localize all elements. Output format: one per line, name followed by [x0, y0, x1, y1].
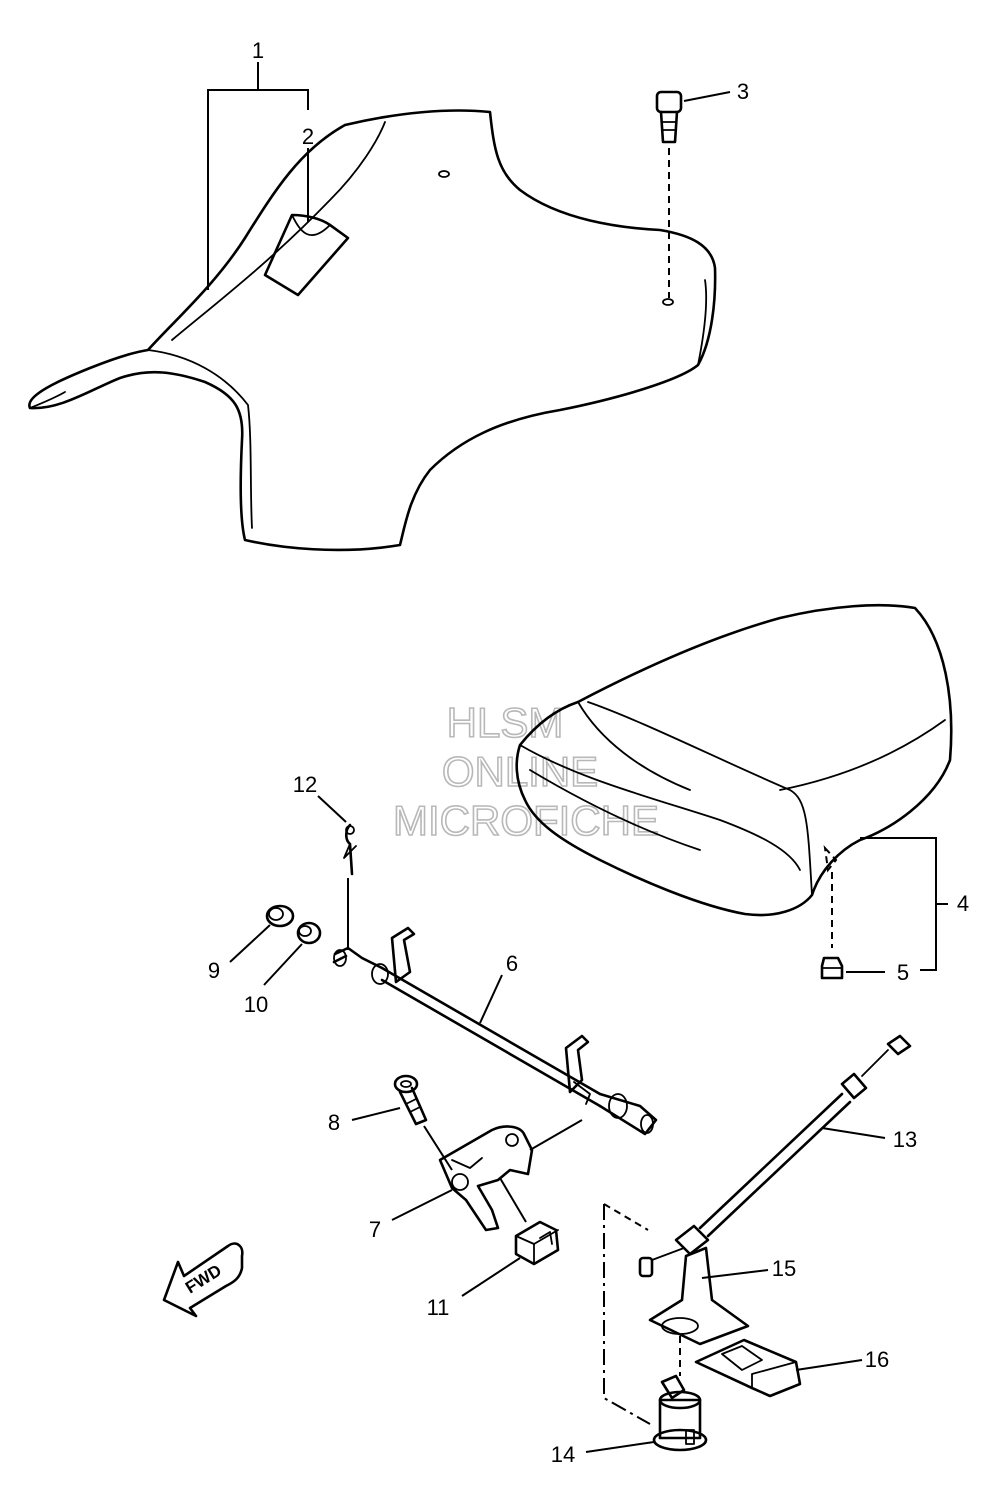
seat-emblem[interactable] [263, 213, 350, 297]
cable-holder[interactable] [648, 1246, 750, 1346]
watermark-line1: HLSM [447, 699, 564, 746]
lock-cover[interactable] [694, 1338, 802, 1398]
callout-3: 3 [737, 79, 749, 104]
hair-pin-clip[interactable] [343, 823, 357, 876]
watermark-line3: MICROFICHE [393, 797, 659, 844]
callout-4: 4 [957, 891, 969, 916]
callout-15: 15 [772, 1256, 796, 1281]
callout-6: 6 [506, 951, 518, 976]
screw-8[interactable] [393, 1074, 428, 1126]
callout-8: 8 [328, 1110, 340, 1135]
damper-11[interactable] [514, 1220, 560, 1266]
callout-1: 1 [252, 38, 264, 63]
collar-9[interactable] [265, 904, 295, 928]
seat-bolt[interactable] [655, 90, 683, 144]
grommet-10[interactable] [296, 921, 322, 945]
front-seat[interactable] [28, 109, 717, 552]
rear-seat-nut[interactable] [820, 956, 844, 980]
callout-labels: 1 2 3 4 5 6 7 8 9 10 11 12 13 14 15 16 [208, 38, 969, 1467]
callout-12: 12 [293, 772, 317, 797]
callout-10: 10 [244, 992, 268, 1017]
fwd-arrow-icon: FWD [162, 1242, 244, 1318]
callout-5: 5 [897, 960, 909, 985]
release-cable[interactable] [638, 1034, 912, 1278]
callout-16: 16 [865, 1347, 889, 1372]
callout-14: 14 [551, 1442, 575, 1467]
callout-2: 2 [302, 124, 314, 149]
lock-lever[interactable] [438, 1125, 534, 1232]
watermark: HLSM ONLINE MICROFICHE [392, 698, 660, 845]
callout-11: 11 [427, 1295, 450, 1320]
callout-9: 9 [208, 958, 220, 983]
seat-lock[interactable] [652, 1374, 708, 1452]
lock-rod[interactable] [332, 926, 658, 1136]
callout-7: 7 [369, 1217, 381, 1242]
callout-13: 13 [893, 1127, 917, 1152]
